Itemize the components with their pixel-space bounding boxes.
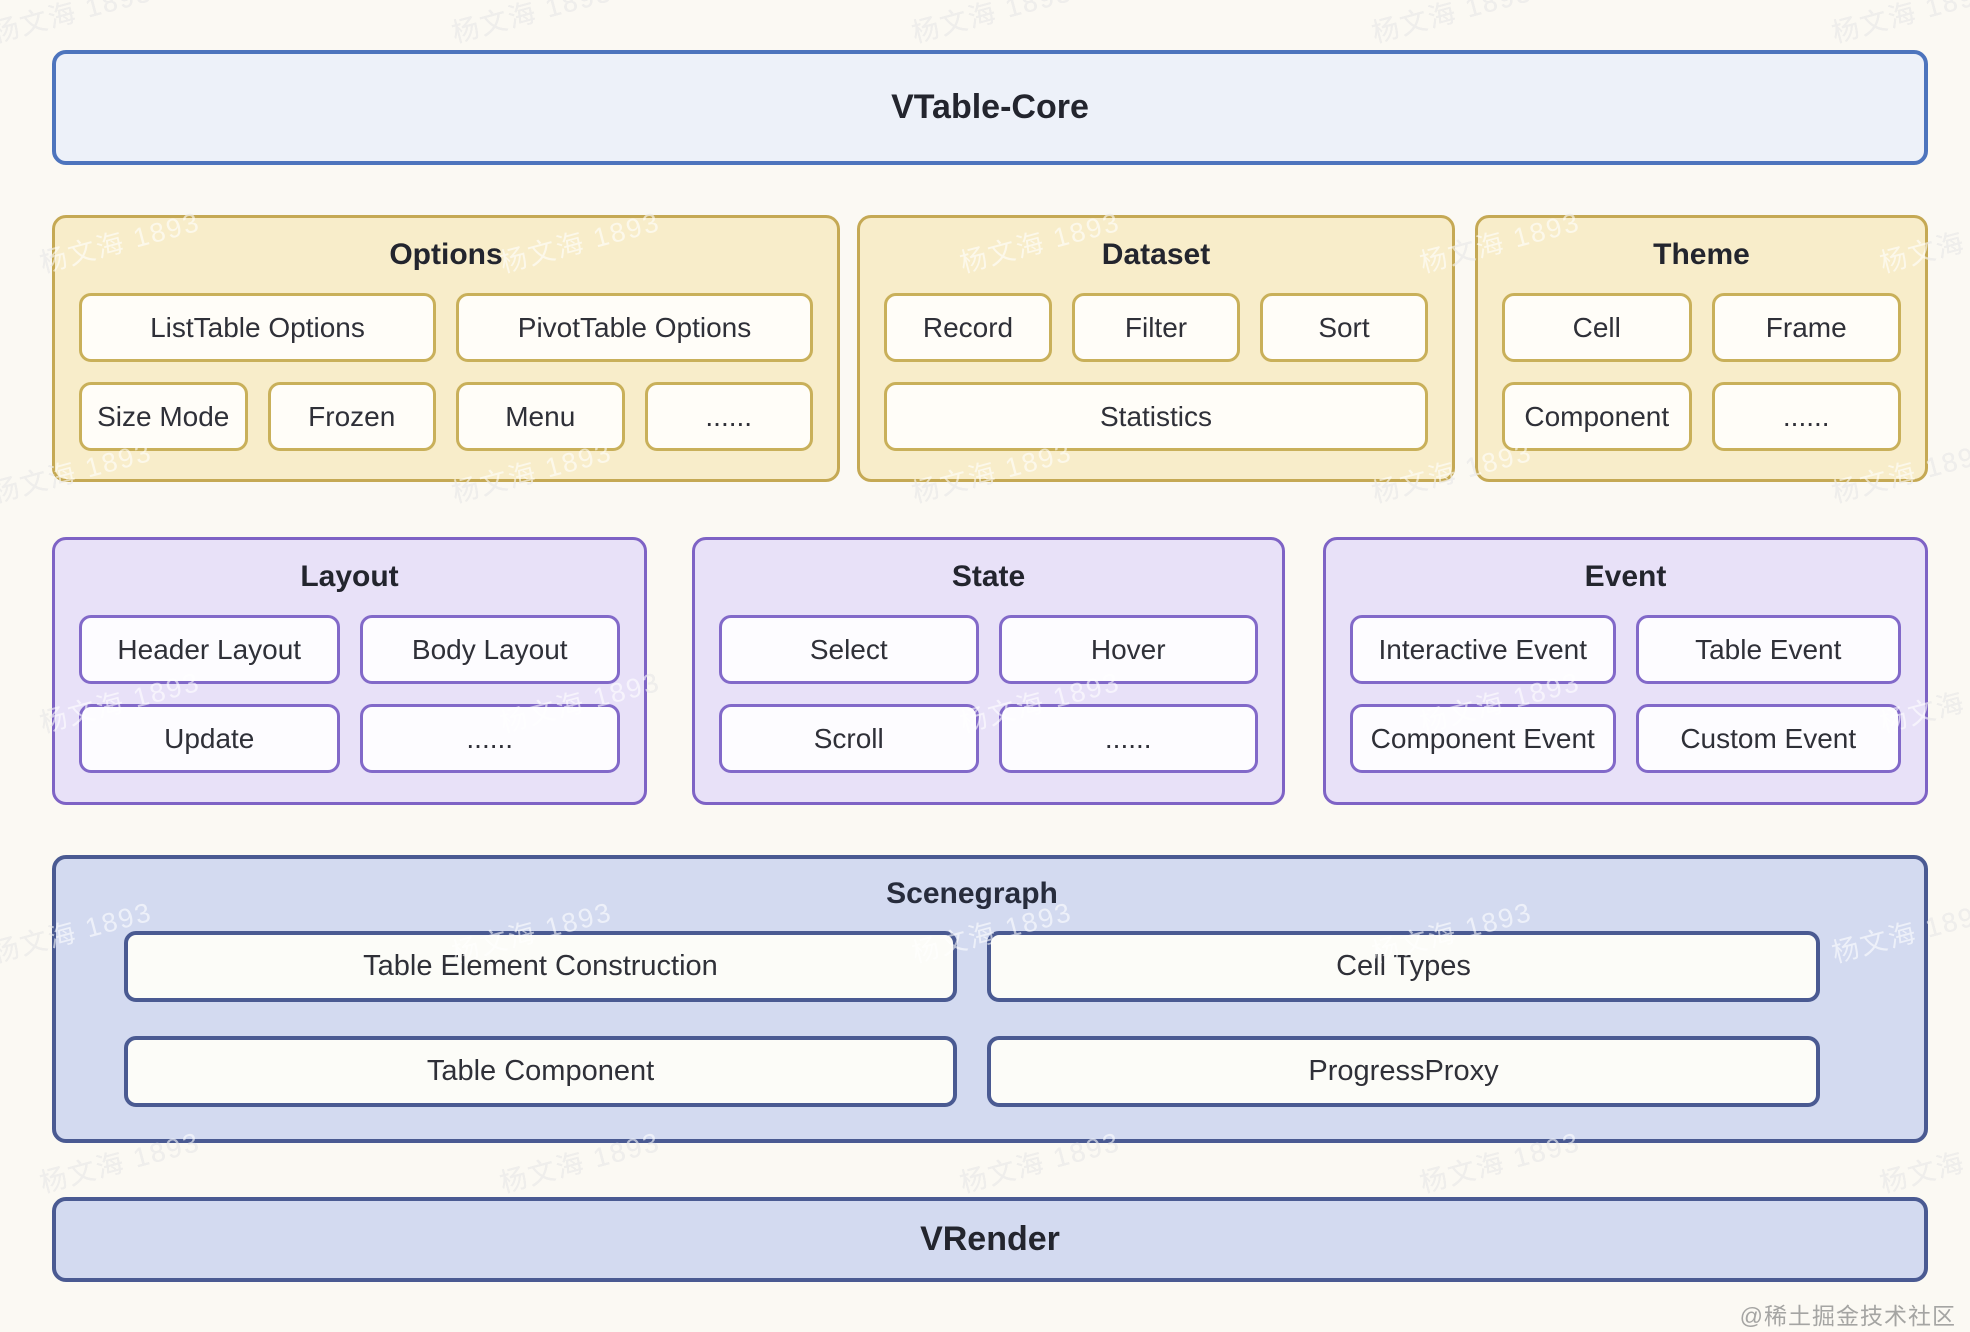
cell-menu: Menu	[456, 382, 625, 451]
state-row-1: Select Hover	[719, 615, 1258, 684]
cell-ellipsis: ......	[644, 382, 813, 451]
dataset-row-1: Record Filter Sort	[884, 293, 1428, 362]
dataset-row-2: Statistics	[884, 382, 1428, 451]
layout-group-title: Layout	[300, 560, 399, 593]
scenegraph-row-1: Table Element Construction Cell Types	[124, 931, 1820, 1002]
cell-ellipsis: ......	[1711, 382, 1901, 451]
cell-cell: Cell	[1502, 293, 1692, 362]
state-row-2: Scroll ......	[719, 704, 1258, 773]
theme-group-title: Theme	[1653, 238, 1750, 271]
cell-table-component: Table Component	[124, 1036, 957, 1107]
juejin-credit-watermark: @稀土掘金技术社区	[1739, 1303, 1956, 1329]
event-row-2: Component Event Custom Event	[1350, 704, 1901, 773]
cell-component-event: Component Event	[1350, 704, 1616, 773]
event-row-1: Interactive Event Table Event	[1350, 615, 1901, 684]
cell-frame: Frame	[1711, 293, 1901, 362]
scenegraph-group-title: Scenegraph	[886, 877, 1058, 910]
cell-ellipsis: ......	[359, 704, 620, 773]
event-group: Event Interactive Event Table Event Comp…	[1323, 537, 1928, 805]
scenegraph-group: Scenegraph Table Element Construction Ce…	[52, 855, 1928, 1143]
cell-listtable-options: ListTable Options	[79, 293, 436, 362]
dataset-group: Dataset Record Filter Sort Statistics	[857, 215, 1455, 482]
options-group: Options ListTable Options PivotTable Opt…	[52, 215, 840, 482]
options-row-2: Size Mode Frozen Menu ......	[79, 382, 813, 451]
layout-row-2: Update ......	[79, 704, 620, 773]
cell-scroll: Scroll	[719, 704, 979, 773]
cell-select: Select	[719, 615, 979, 684]
cell-custom-event: Custom Event	[1635, 704, 1901, 773]
cell-hover: Hover	[998, 615, 1258, 684]
options-row-1: ListTable Options PivotTable Options	[79, 293, 813, 362]
cell-filter: Filter	[1072, 293, 1240, 362]
event-group-title: Event	[1584, 560, 1667, 593]
theme-row-2: Component ......	[1502, 382, 1901, 451]
vrender-box: VRender	[52, 1197, 1928, 1282]
scenegraph-row-2: Table Component ProgressProxy	[124, 1036, 1820, 1107]
cell-frozen: Frozen	[267, 382, 436, 451]
vtable-core-title: VTable-Core	[891, 88, 1089, 126]
cell-sort: Sort	[1260, 293, 1428, 362]
theme-group: Theme Cell Frame Component ......	[1475, 215, 1928, 482]
cell-interactive-event: Interactive Event	[1350, 615, 1616, 684]
cell-component: Component	[1502, 382, 1692, 451]
options-group-title: Options	[389, 238, 503, 271]
layout-row-1: Header Layout Body Layout	[79, 615, 620, 684]
cell-update: Update	[79, 704, 340, 773]
cell-table-event: Table Event	[1635, 615, 1901, 684]
cell-progressproxy: ProgressProxy	[987, 1036, 1820, 1107]
cell-cell-types: Cell Types	[987, 931, 1820, 1002]
vtable-core-box: VTable-Core	[52, 50, 1928, 165]
cell-table-element-construction: Table Element Construction	[124, 931, 957, 1002]
state-group: State Select Hover Scroll ......	[692, 537, 1285, 805]
dataset-group-title: Dataset	[1101, 238, 1211, 271]
cell-size-mode: Size Mode	[79, 382, 248, 451]
cell-ellipsis: ......	[998, 704, 1258, 773]
cell-pivottable-options: PivotTable Options	[456, 293, 813, 362]
cell-statistics: Statistics	[884, 382, 1428, 451]
cell-record: Record	[884, 293, 1052, 362]
layout-group: Layout Header Layout Body Layout Update …	[52, 537, 647, 805]
vrender-title: VRender	[920, 1220, 1060, 1258]
cell-body-layout: Body Layout	[359, 615, 620, 684]
cell-header-layout: Header Layout	[79, 615, 340, 684]
theme-row-1: Cell Frame	[1502, 293, 1901, 362]
state-group-title: State	[951, 560, 1026, 593]
